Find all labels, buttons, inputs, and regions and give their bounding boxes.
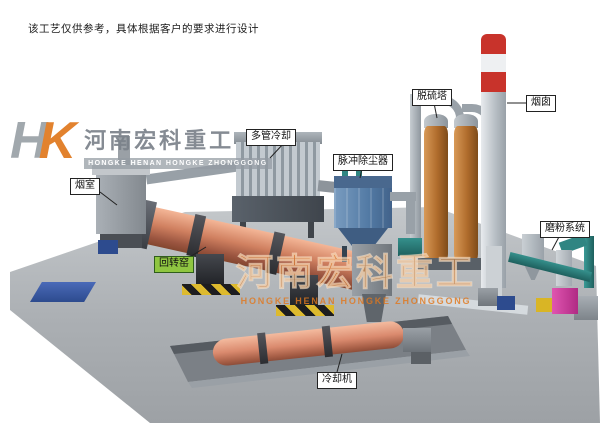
logo-company-name-cn: 河南宏科重工 [84, 128, 235, 153]
cooling-machine-ring [257, 332, 269, 365]
cooling-machine-motor [411, 352, 431, 364]
dust-collector-leg [342, 246, 347, 262]
desulfurization-tower [424, 126, 448, 262]
hazard-stripe-base [182, 284, 240, 295]
label-multi-tube-cooler: 多管冷却 [246, 129, 296, 146]
blue-cabinet [497, 296, 515, 310]
hazard-stripe-base [276, 305, 334, 316]
chimney-aux-vessel [486, 246, 502, 298]
grinding-vertical-pipe [584, 236, 594, 288]
disclaimer-text: 该工艺仅供参考，具体根据客户的要求进行设计 [28, 23, 259, 35]
label-chimney: 烟囱 [526, 95, 556, 112]
cooling-machine-ring [322, 325, 334, 358]
smoke-chamber [96, 172, 146, 234]
logo-company-name-en: HONGKE HENAN HONGKE ZHONGGONG [84, 158, 272, 169]
cooler-leg [308, 222, 314, 238]
label-pulse-dust-collector: 脉冲除尘器 [333, 154, 393, 171]
kiln-support-pier [290, 275, 318, 305]
kiln-riding-ring [186, 213, 206, 258]
tower-platform [418, 258, 484, 270]
clean-air-outlet-pipe [390, 192, 416, 201]
grinding-mill-unit [552, 288, 578, 314]
chimney-base-cabinet [478, 288, 498, 306]
outlet-down-pipe [406, 192, 415, 234]
fan-unit [398, 238, 422, 256]
pipe-rack [410, 94, 421, 246]
label-grinding-system: 磨粉系统 [540, 221, 590, 238]
chimney-stripes [481, 34, 506, 92]
dust-collector-header [334, 176, 392, 188]
grinding-feeder [536, 298, 552, 312]
collector-stack [342, 166, 348, 178]
kiln-support-pier [196, 254, 224, 284]
tower-cap [454, 114, 478, 128]
label-rotary-kiln: 回转窑 [154, 256, 194, 273]
pulse-dust-collector [334, 188, 392, 228]
logo-monogram-k: K [38, 112, 77, 170]
ground-plate [30, 282, 96, 302]
control-box [98, 240, 118, 254]
kiln-riding-ring [265, 231, 286, 276]
cooling-machine-cylinder [211, 320, 406, 367]
cooling-machine [205, 320, 440, 385]
cyclone-separator [522, 234, 544, 260]
label-cooling-machine: 冷却机 [317, 372, 357, 389]
logo-monogram-h: H [10, 112, 47, 170]
label-desulfurization-tower: 脱硫塔 [412, 89, 452, 106]
grinding-cabinet [574, 296, 598, 320]
cooler-base [232, 196, 324, 222]
desulfurization-tower [454, 126, 478, 262]
label-smoke-chamber: 烟室 [70, 178, 100, 195]
cooling-machine-drive [403, 328, 431, 352]
tower-cap [424, 114, 448, 128]
smoke-chamber-roof [92, 165, 150, 175]
kiln-discharge-hood [352, 244, 392, 296]
dust-collector-hopper [338, 228, 388, 246]
collector-stack [356, 166, 362, 178]
